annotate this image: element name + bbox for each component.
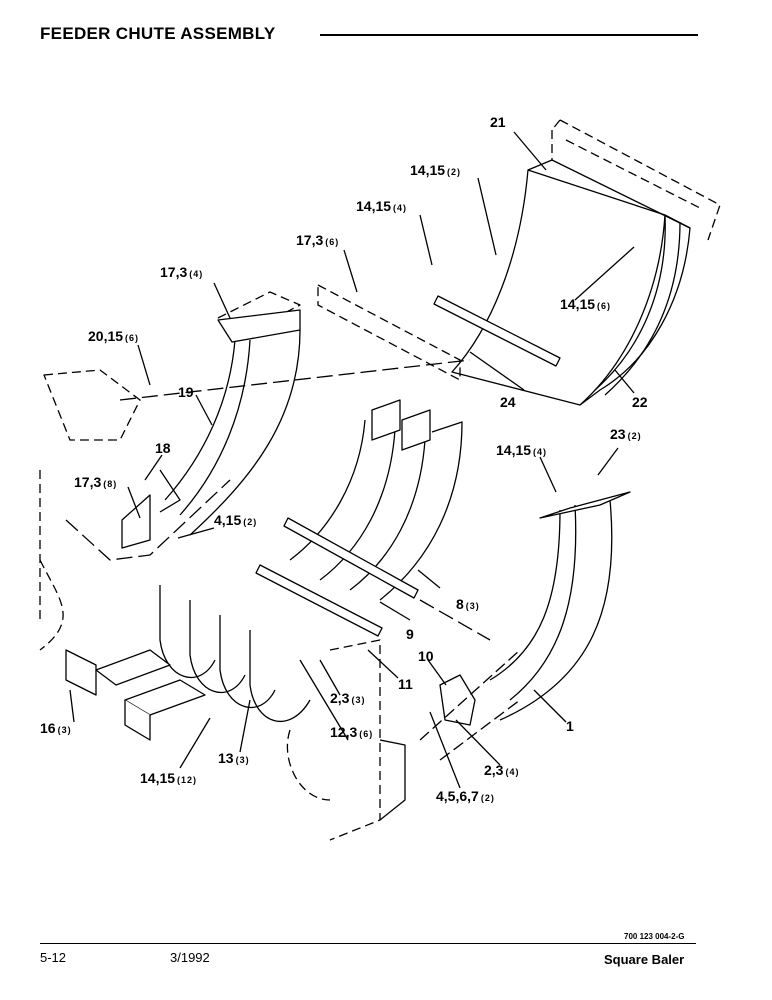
- callout-22: 22: [632, 394, 648, 410]
- brackets-16: [65, 649, 206, 741]
- callout-20-15: 20,15(6): [88, 328, 140, 344]
- left-curved-chute: [159, 309, 301, 536]
- footer-rule: [40, 943, 696, 944]
- rear-chute-panel: [451, 119, 721, 406]
- callout-17-3-a: 17,3(6): [296, 232, 340, 248]
- callout-9: 9: [406, 626, 414, 642]
- callout-12-3: 12,3(6): [330, 724, 374, 740]
- crossbar-9: [283, 517, 419, 599]
- center-chutes: [289, 399, 463, 601]
- right-rail: [594, 214, 681, 396]
- callout-14-15-d: 14,15(4): [496, 442, 548, 458]
- callout-14-15-a: 14,15(2): [410, 162, 462, 178]
- bracket-18: [121, 494, 151, 549]
- flat-bar-24: [433, 295, 561, 367]
- callout-1: 1: [566, 718, 574, 734]
- callout-13: 13(3): [218, 750, 250, 766]
- callout-4-5-6-7: 4,5,6,7(2): [436, 788, 495, 804]
- lower-u-chutes: [159, 585, 311, 722]
- print-date: 3/1992: [170, 950, 210, 965]
- page-number: 5-12: [40, 950, 67, 965]
- callout-14-15-e: 14,15(12): [140, 770, 198, 786]
- right-curved-chute: [489, 491, 631, 721]
- callout-4-15: 4,15(2): [214, 512, 258, 528]
- callout-14-15-b: 14,15(4): [356, 198, 408, 214]
- product-name: Square Baler: [604, 952, 685, 967]
- callout-11: 11: [398, 676, 413, 692]
- callout-24: 24: [500, 394, 516, 410]
- callout-2-3-b: 2,3(4): [484, 762, 520, 778]
- callout-14-15-c: 14,15(6): [560, 296, 612, 312]
- callout-17-3-b: 17,3(4): [160, 264, 204, 280]
- callout-19: 19: [178, 384, 194, 400]
- callout-18: 18: [155, 440, 171, 456]
- crossbar-11: [255, 564, 383, 637]
- callout-10: 10: [418, 648, 434, 664]
- bracket-10: [439, 674, 476, 726]
- callout-17-3-c: 17,3(8): [74, 474, 118, 490]
- title-rule: [320, 34, 698, 36]
- callout-2-3-a: 2,3(3): [330, 690, 366, 706]
- callout-23: 23(2): [610, 426, 642, 442]
- callout-21: 21: [490, 114, 506, 130]
- callout-8: 8(3): [456, 596, 480, 612]
- doc-number: 700 123 004-2-G: [624, 932, 685, 941]
- callout-16: 16(3): [40, 720, 72, 736]
- page-title: FEEDER CHUTE ASSEMBLY: [40, 24, 276, 43]
